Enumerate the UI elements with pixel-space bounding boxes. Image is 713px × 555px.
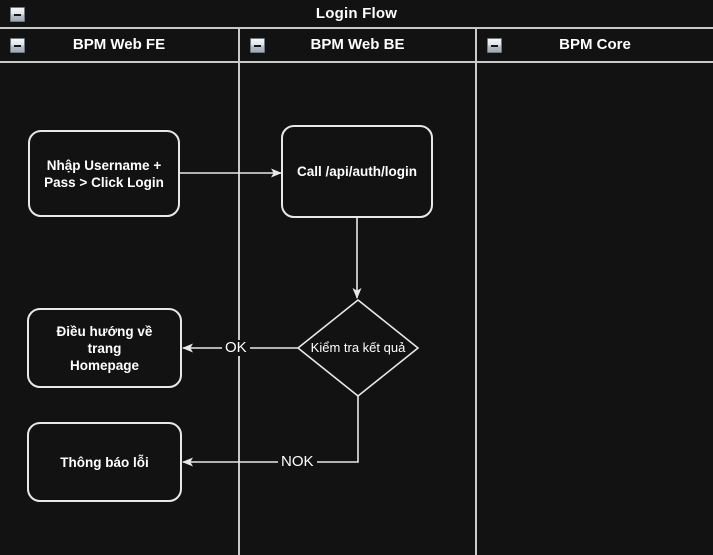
lane-header-bpm-core: BPM Core (477, 29, 713, 63)
edge-check-to-error (182, 396, 359, 467)
edge-label-nok: NOK (278, 454, 317, 470)
lane-divider-2 (475, 29, 477, 555)
lane-title-bpm-web-fe: BPM Web FE (72, 36, 166, 53)
node-show-error[interactable]: Thông báo lỗi (27, 422, 182, 502)
lane-title-bpm-core: BPM Core (559, 36, 631, 53)
lane-header-bpm-web-fe: BPM Web FE (0, 29, 238, 63)
edge-label-ok: OK (222, 340, 250, 356)
lane-divider-1 (238, 29, 240, 555)
lane-header-bpm-web-be: BPM Web BE (240, 29, 475, 63)
diagram-collapse-icon[interactable] (10, 7, 25, 22)
diagram-title: Login Flow (315, 5, 398, 22)
lane-collapse-icon-bpm-core[interactable] (487, 38, 502, 53)
node-input-credentials[interactable]: Nhập Username + Pass > Click Login (28, 130, 180, 217)
lane-collapse-icon-bpm-web-be[interactable] (250, 38, 265, 53)
node-call-login-api[interactable]: Call /api/auth/login (281, 125, 433, 218)
node-check-result-label[interactable]: Kiểm tra kết quả (310, 340, 406, 355)
diagram-title-bar: Login Flow (0, 0, 713, 29)
lane-title-bpm-web-be: BPM Web BE (310, 36, 405, 53)
lane-collapse-icon-bpm-web-fe[interactable] (10, 38, 25, 53)
node-redirect-homepage[interactable]: Điều hướng về trang Homepage (27, 308, 182, 388)
